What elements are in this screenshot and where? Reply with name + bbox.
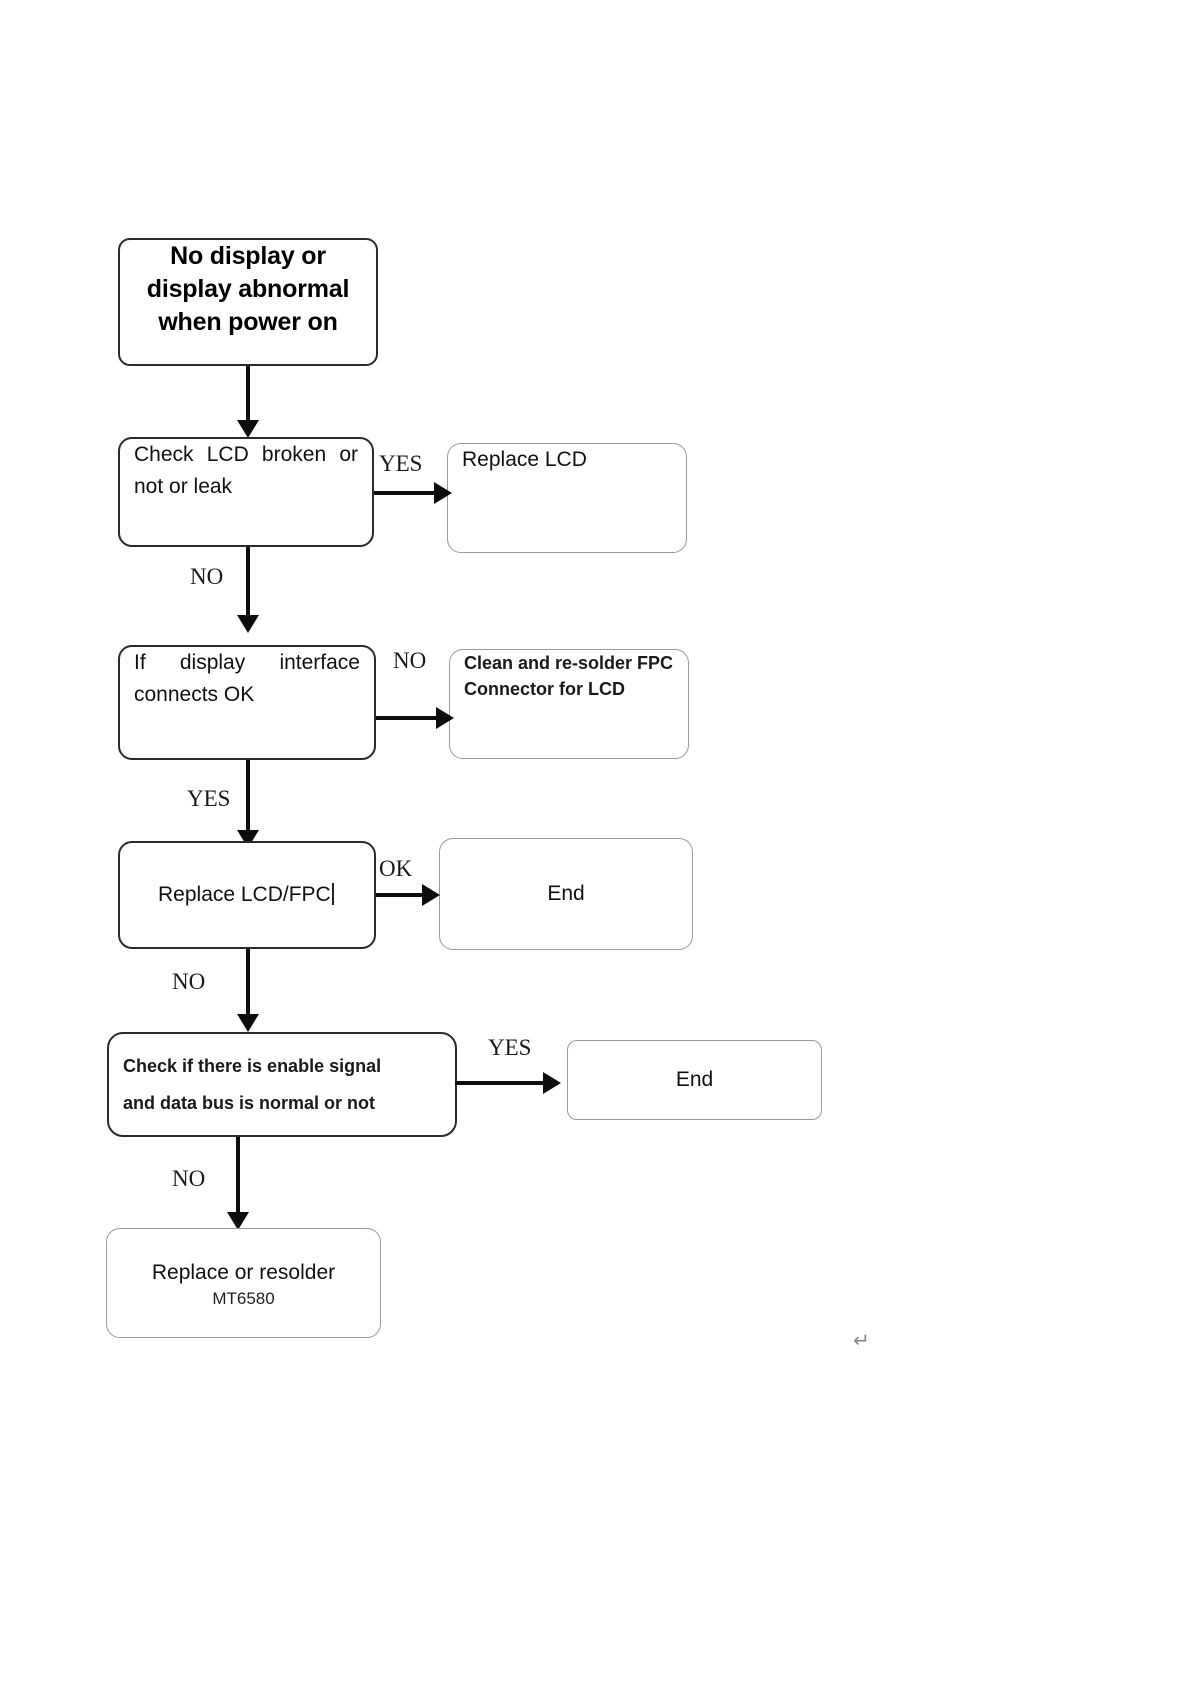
node-clean-fpc-line1: Clean and re-solder FPC [464, 653, 674, 673]
arrow-replace-lcd-fpc-to-check-signal [237, 1014, 259, 1032]
connector-check-signal-to-replace-mt [236, 1137, 240, 1219]
arrow-check-signal-to-end-2 [543, 1072, 561, 1094]
node-replace-lcd[interactable]: Replace LCD [447, 443, 687, 553]
edge-label-yes-3: YES [488, 1035, 532, 1060]
node-start[interactable]: No display or display abnormal when powe… [118, 238, 378, 366]
node-check-signal[interactable]: Check if there is enable signal and data… [107, 1032, 457, 1137]
node-clean-fpc[interactable]: Clean and re-solder FPC Connector for LC… [449, 649, 689, 759]
node-end-2[interactable]: End [567, 1040, 822, 1120]
node-end-2-text: End [675, 1068, 714, 1092]
connector-replace-lcd-fpc-to-end-1 [376, 893, 428, 897]
arrow-check-lcd-to-replace-lcd [434, 482, 452, 504]
node-replace-lcd-fpc[interactable]: Replace LCD/FPC [118, 841, 376, 949]
node-check-signal-line2: and data bus is normal or not [123, 1092, 376, 1113]
edge-label-yes-1: YES [379, 451, 423, 476]
connector-start-to-check-lcd [246, 366, 250, 428]
arrow-if-interface-to-clean-fpc [436, 707, 454, 729]
paragraph-return-mark: ↵ [853, 1330, 870, 1352]
connector-check-signal-to-end-2 [455, 1081, 547, 1085]
arrow-check-signal-to-replace-mt [227, 1212, 249, 1230]
edge-label-ok-1: OK [379, 856, 413, 881]
node-replace-mt-text: Replace or resolder MT6580 [107, 1257, 380, 1309]
connector-check-lcd-to-replace-lcd [374, 491, 440, 495]
edge-label-no-4: NO [172, 1166, 206, 1191]
node-clean-fpc-line2: Connector for LCD [464, 679, 625, 700]
node-if-interface-text: If display interface connects OK [134, 651, 360, 706]
edge-label-no-1: NO [190, 564, 224, 589]
node-end-1-text: End [547, 882, 585, 906]
connector-check-lcd-to-if-interface [246, 547, 250, 623]
edge-label-no-2: NO [393, 648, 427, 673]
node-start-line2: display abnormal [146, 275, 350, 303]
node-replace-mt[interactable]: Replace or resolder MT6580 [106, 1228, 381, 1338]
connector-if-interface-to-replace-lcd-fpc [246, 760, 250, 838]
edge-label-no-3: NO [172, 969, 206, 994]
arrow-replace-lcd-fpc-to-end-1 [422, 884, 440, 906]
arrow-check-lcd-to-if-interface [237, 615, 259, 633]
node-replace-lcd-fpc-text: Replace LCD/FPC [120, 879, 374, 911]
connector-if-interface-to-clean-fpc [376, 716, 442, 720]
node-end-1[interactable]: End [439, 838, 693, 950]
node-check-lcd-text: Check LCD broken or not or leak [134, 443, 358, 498]
node-check-signal-line1: Check if there is enable signal [123, 1056, 382, 1076]
connector-replace-lcd-fpc-to-check-signal [246, 949, 250, 1021]
arrow-start-to-check-lcd [237, 420, 259, 438]
node-check-signal-text: Check if there is enable signal and data… [109, 1034, 455, 1122]
node-start-line3: when power on [158, 308, 338, 336]
text-cursor-caret [331, 883, 334, 906]
node-start-text: No display or display abnormal when powe… [120, 240, 376, 339]
node-if-interface[interactable]: If display interface connects OK [118, 645, 376, 760]
edge-label-yes-2: YES [187, 786, 231, 811]
node-start-line1: No display or [170, 242, 326, 270]
node-check-lcd[interactable]: Check LCD broken or not or leak [118, 437, 374, 547]
node-replace-lcd-text: Replace LCD [462, 448, 587, 471]
node-replace-mt-line1: Replace or resolder [151, 1261, 336, 1285]
node-replace-lcd-fpc-label: Replace LCD/FPC [158, 883, 331, 907]
node-clean-fpc-text: Clean and re-solder FPC Connector for LC… [450, 650, 688, 702]
node-replace-mt-line2: MT6580 [212, 1288, 275, 1308]
